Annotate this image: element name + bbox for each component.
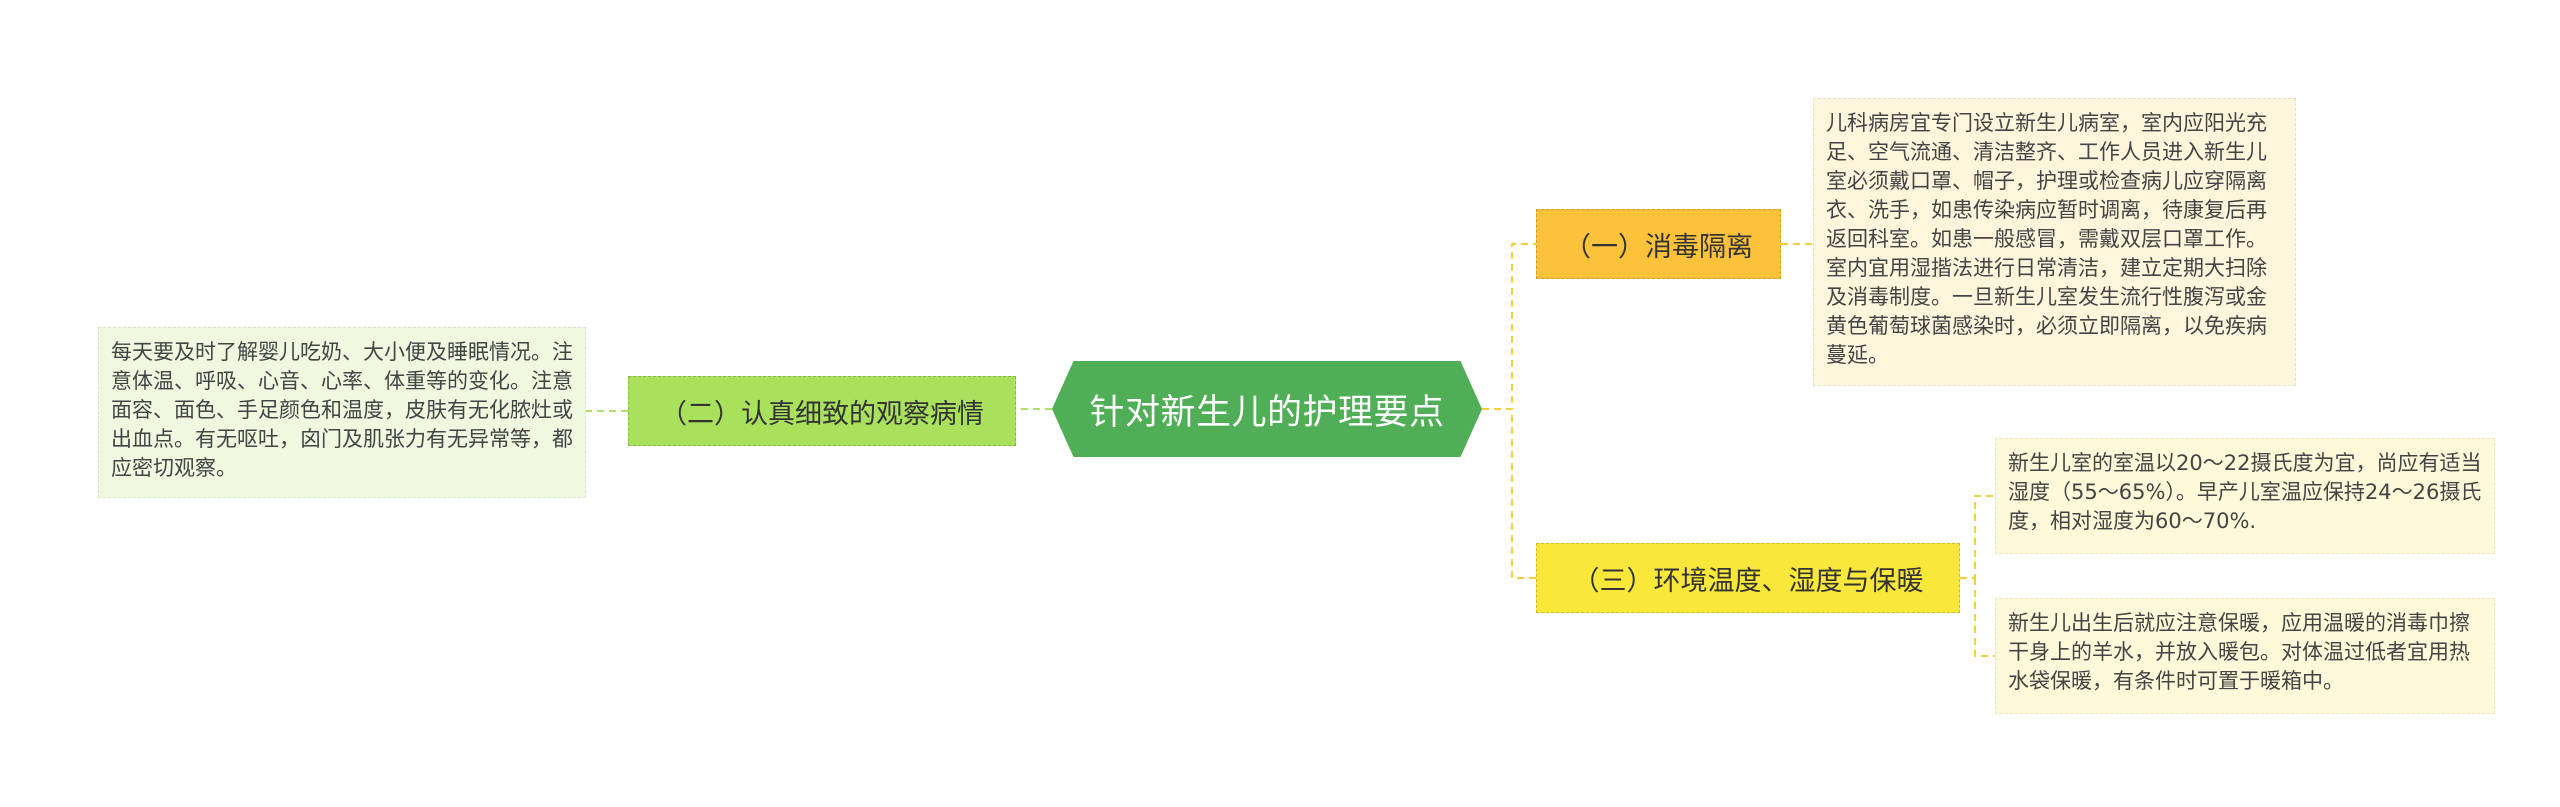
branch-careful-observation[interactable]: （二）认真细致的观察病情: [628, 376, 1016, 446]
connector-branch-3-leaves: [1960, 495, 1995, 657]
branch-disinfection-isolation[interactable]: （一）消毒隔离: [1536, 209, 1781, 279]
leaf-disinfection-isolation-detail[interactable]: 儿科病房宜专门设立新生儿病室，室内应阳光充足、空气流通、清洁整齐、工作人员进入新…: [1813, 98, 2296, 386]
connector-root-branch-3: [1482, 408, 1536, 579]
leaf-careful-observation-detail[interactable]: 每天要及时了解婴儿吃奶、大小便及睡眠情况。注意体温、呼吸、心音、心率、体重等的变…: [98, 327, 586, 498]
branch-temperature-humidity-warmth[interactable]: （三）环境温度、湿度与保暖: [1536, 543, 1960, 613]
root-topic[interactable]: 针对新生儿的护理要点: [1052, 361, 1482, 457]
connector-root-branch-1: [1482, 243, 1536, 410]
leaf-keep-warm-detail[interactable]: 新生儿出生后就应注意保暖，应用温暖的消毒巾擦干身上的羊水，并放入暖包。对体温过低…: [1995, 598, 2495, 714]
leaf-room-temperature-detail[interactable]: 新生儿室的室温以20～22摄氏度为宜，尚应有适当湿度（55～65%）。早产儿室温…: [1995, 438, 2495, 554]
